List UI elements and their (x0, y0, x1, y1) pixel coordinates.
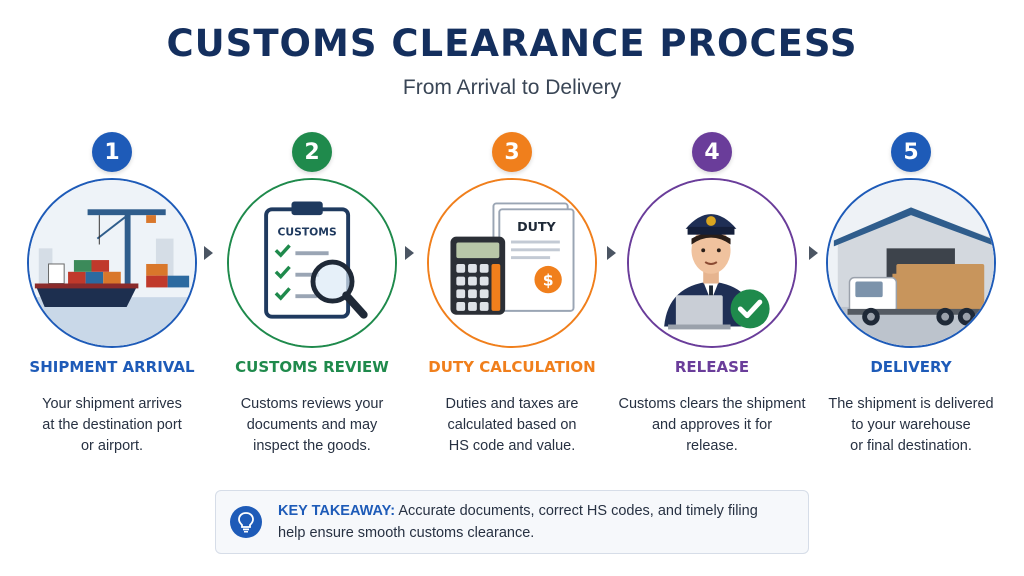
calculator-duty-icon: DUTY $ (429, 180, 595, 346)
cargo-ship-icon (29, 180, 195, 346)
description-line: The shipment is delivered (828, 396, 994, 412)
step-shipment-arrival: 1 SHIPMENT ARR (17, 132, 207, 462)
lightbulb-icon (230, 506, 262, 538)
step-title: SHIPMENT ARRIVAL (29, 358, 195, 376)
description-line: calculated based on (447, 417, 577, 433)
description-line: documents and may (246, 417, 378, 433)
step-illustration (826, 178, 996, 348)
step-customs-review: 2 CUSTOMS CUSTOMS REVIEW Customs reviews… (217, 132, 407, 462)
arrow-right-icon (607, 246, 616, 260)
step-title: RELEASE (674, 358, 750, 376)
description-line: and approves it for (651, 417, 773, 433)
step-description: Duties and taxes are calculated based on… (411, 394, 613, 457)
step-number-badge: 3 (492, 132, 532, 172)
step-description: Customs reviews your documents and may i… (211, 394, 413, 457)
step-illustration: CUSTOMS (227, 178, 397, 348)
description-line: HS code and value. (448, 438, 576, 454)
description-line: to your warehouse (851, 417, 971, 433)
step-description: The shipment is delivered to your wareho… (810, 394, 1012, 457)
description-line: Customs clears the shipment (618, 396, 806, 412)
description-line: at the destination port (42, 417, 182, 433)
step-illustration: DUTY $ (427, 178, 597, 348)
description-line: inspect the goods. (253, 438, 371, 454)
description-line: Your shipment arrives (42, 396, 182, 412)
arrow-right-icon (204, 246, 213, 260)
takeaway-line: help ensure smooth customs clearance. (278, 525, 535, 541)
key-takeaway-box: KEY TAKEAWAY: Accurate documents, correc… (215, 490, 809, 554)
takeaway-line: Accurate documents, correct HS codes, an… (395, 503, 758, 519)
svg-text:$: $ (543, 271, 554, 289)
step-title: DUTY CALCULATION (428, 358, 596, 376)
step-illustration (27, 178, 197, 348)
step-duty-calculation: 3 DUTY $ DUTY CALCULATION Duties and tax… (417, 132, 607, 462)
arrow-right-icon (405, 246, 414, 260)
description-line: release. (686, 438, 738, 454)
description-line: Customs reviews your (240, 396, 384, 412)
key-takeaway-text: KEY TAKEAWAY: Accurate documents, correc… (278, 500, 798, 544)
page-title: CUSTOMS CLEARANCE PROCESS (166, 22, 858, 65)
step-number-badge: 4 (692, 132, 732, 172)
step-number-badge: 5 (891, 132, 931, 172)
description-line: or airport. (80, 438, 144, 454)
customs-officer-icon (629, 180, 795, 346)
step-illustration (627, 178, 797, 348)
step-release: 4 RELEASE Customs cle (617, 132, 807, 462)
page-subtitle: From Arrival to Delivery (402, 76, 622, 99)
delivery-truck-icon (828, 180, 994, 346)
arrow-right-icon (809, 246, 818, 260)
takeaway-label: KEY TAKEAWAY: (278, 503, 396, 519)
clipboard-label: CUSTOMS (278, 226, 337, 239)
step-description: Customs clears the shipment and approves… (611, 394, 813, 457)
step-title: DELIVERY (870, 358, 952, 376)
step-delivery: 5 DELIVERY The shipment is delivered to … (816, 132, 1006, 462)
step-title: CUSTOMS REVIEW (235, 358, 389, 376)
document-label: DUTY (517, 219, 556, 234)
step-number-badge: 2 (292, 132, 332, 172)
step-description: Your shipment arrives at the destination… (11, 394, 213, 457)
description-line: or final destination. (850, 438, 972, 454)
step-number-badge: 1 (92, 132, 132, 172)
clipboard-magnifier-icon: CUSTOMS (229, 180, 395, 346)
description-line: Duties and taxes are (445, 396, 579, 412)
